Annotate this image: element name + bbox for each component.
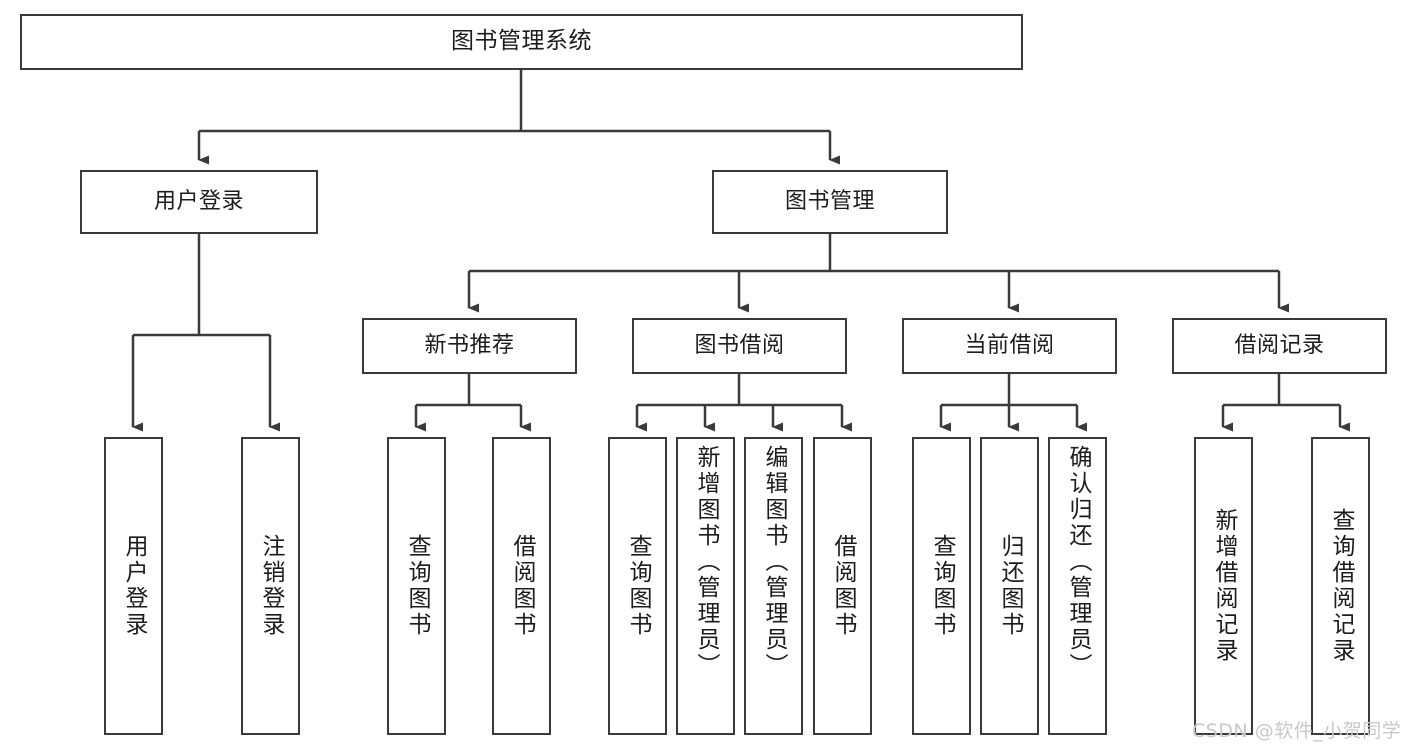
leaf-label: 编辑图书（管理员） bbox=[761, 445, 787, 679]
node-label: 借阅记录 bbox=[1234, 332, 1325, 358]
node-current-borrow[interactable]: 当前借阅 bbox=[902, 318, 1117, 374]
node-label: 用户登录 bbox=[153, 188, 244, 214]
leaf-book-borrow-edit-book-admin[interactable]: 编辑图书（管理员） bbox=[744, 437, 803, 735]
leaf-label: 查询图书 bbox=[929, 534, 955, 638]
node-label: 图书管理系统 bbox=[451, 28, 592, 55]
node-new-book-recommend[interactable]: 新书推荐 bbox=[362, 318, 577, 374]
leaf-label: 查询图书 bbox=[625, 534, 651, 638]
leaf-borrow-record-add-record[interactable]: 新增借阅记录 bbox=[1194, 437, 1253, 735]
leaf-book-borrow-query-book[interactable]: 查询图书 bbox=[608, 437, 667, 735]
leaf-current-borrow-query-book[interactable]: 查询图书 bbox=[912, 437, 971, 735]
node-label: 新书推荐 bbox=[424, 332, 515, 358]
csdn-watermark: CSDN @软件_小贺同学 bbox=[1192, 720, 1402, 742]
leaf-label: 用户登录 bbox=[121, 534, 147, 638]
leaf-book-borrow-borrow-book[interactable]: 借阅图书 bbox=[813, 437, 872, 735]
node-book-borrow[interactable]: 图书借阅 bbox=[632, 318, 847, 374]
node-book-management[interactable]: 图书管理 bbox=[712, 170, 948, 234]
leaf-label: 归还图书 bbox=[997, 534, 1023, 638]
leaf-borrow-record-query-record[interactable]: 查询借阅记录 bbox=[1311, 437, 1370, 735]
leaf-new-book-borrow-book[interactable]: 借阅图书 bbox=[492, 437, 551, 735]
node-label: 图书借阅 bbox=[694, 332, 785, 358]
node-label: 当前借阅 bbox=[964, 332, 1055, 358]
leaf-label: 注销登录 bbox=[258, 534, 284, 638]
leaf-label: 借阅图书 bbox=[509, 534, 535, 638]
node-user-login[interactable]: 用户登录 bbox=[80, 170, 318, 234]
leaf-label: 借阅图书 bbox=[830, 534, 856, 638]
leaf-user-login-login[interactable]: 用户登录 bbox=[104, 437, 163, 735]
leaf-label: 查询图书 bbox=[404, 534, 430, 638]
node-label: 图书管理 bbox=[784, 188, 875, 214]
leaf-label: 查询借阅记录 bbox=[1328, 508, 1354, 664]
leaf-user-login-logout[interactable]: 注销登录 bbox=[241, 437, 300, 735]
leaf-current-borrow-confirm-return-admin[interactable]: 确认归还（管理员） bbox=[1048, 437, 1107, 735]
leaf-label: 新增图书（管理员） bbox=[693, 445, 719, 679]
leaf-new-book-query-book[interactable]: 查询图书 bbox=[387, 437, 446, 735]
leaf-current-borrow-return-book[interactable]: 归还图书 bbox=[980, 437, 1039, 735]
node-root-book-management-system[interactable]: 图书管理系统 bbox=[20, 14, 1023, 70]
leaf-label: 确认归还（管理员） bbox=[1065, 445, 1091, 679]
leaf-book-borrow-add-book-admin[interactable]: 新增图书（管理员） bbox=[676, 437, 735, 735]
node-borrow-record[interactable]: 借阅记录 bbox=[1172, 318, 1387, 374]
leaf-label: 新增借阅记录 bbox=[1211, 508, 1237, 664]
